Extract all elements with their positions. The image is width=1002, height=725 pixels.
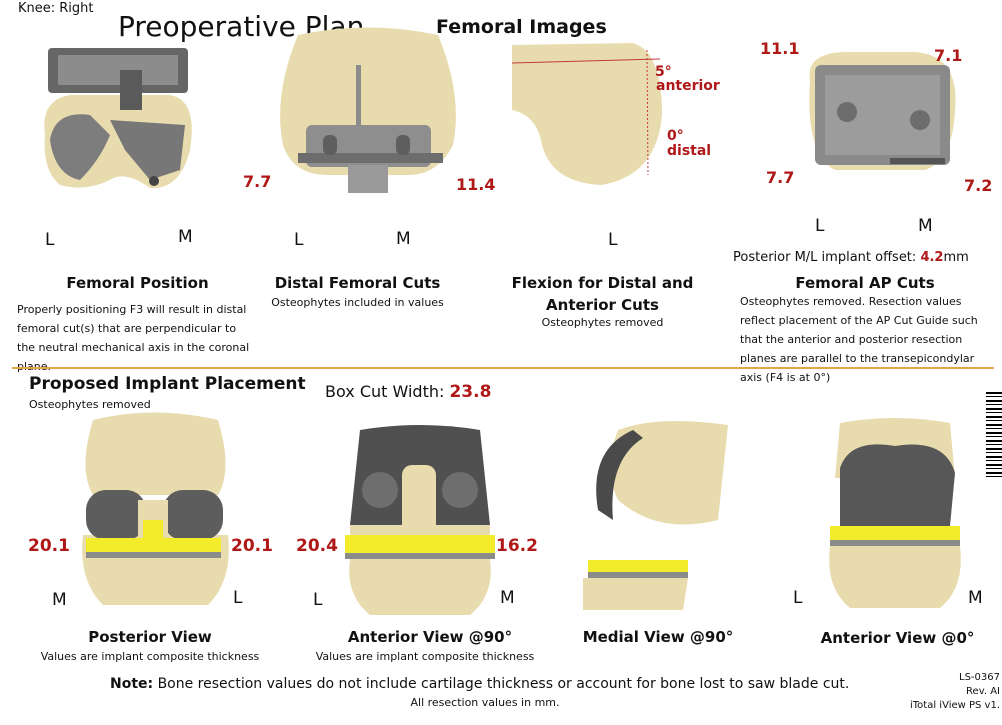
- femoral-images-heading: Femoral Images: [436, 16, 607, 38]
- footer-units: All resection values in mm.: [410, 696, 560, 709]
- posterior-view-note: Values are implant composite thickness: [40, 650, 260, 663]
- anterior90-l-label: L: [313, 590, 323, 610]
- posterior-offset-label: Posterior M/L implant offset:: [733, 250, 917, 265]
- ap-cuts-title: Femoral AP Cuts: [795, 274, 935, 292]
- box-cut-label: Box Cut Width:: [325, 382, 445, 401]
- box-cut-line: Box Cut Width: 23.8: [325, 382, 491, 402]
- ap-bottom-right-value: 7.2: [964, 176, 993, 195]
- medial-view-90-image: [583, 421, 728, 610]
- ap-cuts-note: Osteophytes removed. Resection values re…: [740, 295, 978, 384]
- ap-top-right-value: 7.1: [934, 46, 963, 65]
- ap-m-label: M: [918, 216, 933, 236]
- femoral-position-note: Properly positioning F3 will result in d…: [17, 303, 250, 373]
- anterior-view-0-image: [829, 418, 961, 608]
- ap-top-left-value: 11.1: [760, 39, 800, 58]
- footer-note-text: Bone resection values do not include car…: [157, 676, 850, 692]
- medial90-title: Medial View @90°: [582, 628, 734, 646]
- distal-left-value: 7.7: [243, 172, 272, 191]
- distal-cuts-title: Distal Femoral Cuts: [274, 274, 441, 292]
- femoral-position-image: [44, 48, 192, 189]
- flexion-note: Osteophytes removed: [541, 316, 664, 329]
- posterior-right-value: 20.1: [231, 536, 273, 556]
- anterior90-m-label: M: [500, 588, 515, 608]
- footer-note-label: Note:: [110, 676, 154, 692]
- anterior0-m-label: M: [968, 588, 983, 608]
- flexion-l-label: L: [608, 230, 618, 250]
- anterior90-right-value: 16.2: [496, 536, 538, 556]
- femoral-position-l-label: L: [45, 230, 55, 250]
- placement-note: Osteophytes removed: [29, 398, 151, 411]
- barcode: [986, 392, 1002, 480]
- revision: Rev. AI: [966, 686, 1000, 697]
- anterior90-left-value: 20.4: [296, 536, 338, 556]
- posterior-m-label: M: [52, 590, 67, 610]
- anterior0-title: Anterior View @0°: [820, 629, 975, 647]
- anterior90-note: Values are implant composite thickness: [315, 650, 535, 663]
- posterior-view-title: Posterior View: [88, 628, 212, 646]
- distal-m-label: M: [396, 229, 411, 249]
- posterior-left-value: 20.1: [28, 536, 70, 556]
- posterior-offset-line: Posterior M/L implant offset: 4.2mm: [733, 250, 969, 265]
- distal-l-label: L: [294, 230, 304, 250]
- anterior0-l-label: L: [793, 588, 803, 608]
- distal-cuts-note: Osteophytes included in values: [271, 296, 444, 309]
- product-name: iTotal iView PS v1.: [909, 700, 1000, 711]
- distal-femoral-cuts-image: [280, 27, 456, 193]
- placement-title: Proposed Implant Placement: [29, 374, 306, 394]
- posterior-offset-unit: mm: [943, 250, 969, 265]
- footer-meta: LS-0367 Rev. AI iTotal iView PS v1.: [910, 671, 1000, 713]
- femoral-ap-cuts-image: [809, 51, 956, 170]
- femoral-position-m-label: M: [178, 227, 193, 247]
- flexion-title-line2: Anterior Cuts: [546, 296, 659, 314]
- ap-bottom-left-value: 7.7: [766, 168, 795, 187]
- anterior-degree: 5°: [655, 64, 672, 80]
- anterior-view-90-image: [345, 425, 495, 615]
- doc-id: LS-0367: [959, 672, 1000, 683]
- section-divider: [12, 367, 994, 369]
- posterior-view-image: [82, 412, 229, 605]
- anterior90-title: Anterior View @90°: [347, 628, 513, 646]
- flexion-title-line1: Flexion for Distal and: [511, 274, 694, 292]
- distal-degree: 0°: [667, 128, 684, 144]
- ap-l-label: L: [815, 216, 825, 236]
- knee-side-label: Knee: Right: [18, 1, 94, 16]
- footer-note: Note: Bone resection values do not inclu…: [110, 676, 849, 692]
- flexion-image: [511, 43, 662, 185]
- distal-right-value: 11.4: [456, 175, 496, 194]
- posterior-offset-value: 4.2: [920, 250, 944, 265]
- box-cut-value: 23.8: [449, 382, 492, 402]
- anterior-label: anterior: [656, 78, 720, 94]
- distal-label: distal: [667, 143, 712, 159]
- posterior-l-label: L: [233, 588, 243, 608]
- femoral-position-title: Femoral Position: [66, 274, 209, 292]
